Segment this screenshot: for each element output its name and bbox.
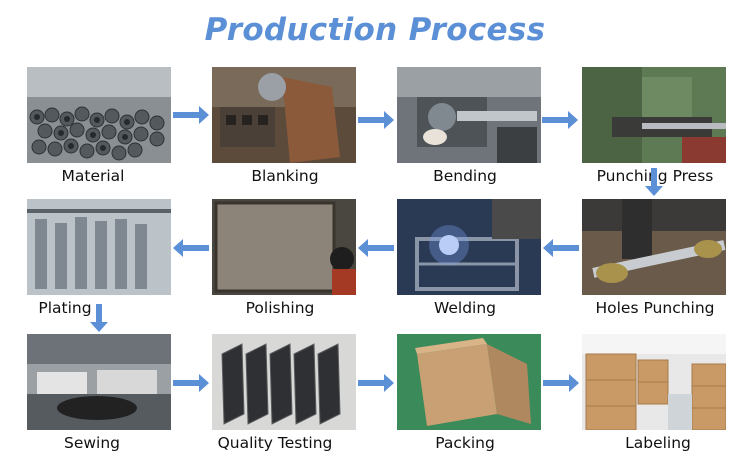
- arrow-right-icon: [358, 111, 394, 129]
- step-label-plating: Plating: [38, 299, 92, 317]
- step-label-packing: Packing: [435, 434, 495, 452]
- arrow-right-icon: [358, 374, 394, 392]
- blanking-photo: [212, 67, 356, 163]
- page-title: Production Process: [204, 12, 546, 48]
- arrow-left-icon: [543, 239, 579, 257]
- arrow-right-icon: [543, 374, 579, 392]
- arrow-left-icon: [173, 239, 209, 257]
- material-photo: [27, 67, 171, 163]
- quality-testing-photo: [212, 334, 356, 430]
- sewing-photo: [27, 334, 171, 430]
- bending-photo: [397, 67, 541, 163]
- holes-punching-photo: [582, 199, 726, 295]
- arrow-right-icon: [542, 111, 578, 129]
- step-label-welding: Welding: [433, 299, 497, 317]
- arrow-right-icon: [173, 106, 209, 124]
- step-label-blanking: Blanking: [251, 167, 319, 185]
- welding-photo: [397, 199, 541, 295]
- plating-photo: [27, 199, 171, 295]
- step-label-quality-testing: Quality Testing: [217, 434, 333, 452]
- arrow-down-icon: [90, 304, 108, 332]
- arrow-left-icon: [358, 239, 394, 257]
- arrow-right-icon: [173, 374, 209, 392]
- step-label-holes-punching: Holes Punching: [595, 299, 715, 317]
- polishing-photo: [212, 199, 356, 295]
- packing-photo: [397, 334, 541, 430]
- arrow-down-icon: [645, 168, 663, 196]
- step-label-labeling: Labeling: [625, 434, 691, 452]
- labeling-photo: [582, 334, 726, 430]
- punching-press-photo: [582, 67, 726, 163]
- step-label-sewing: Sewing: [63, 434, 121, 452]
- step-label-bending: Bending: [433, 167, 497, 185]
- step-label-material: Material: [61, 167, 125, 185]
- step-label-polishing: Polishing: [245, 299, 315, 317]
